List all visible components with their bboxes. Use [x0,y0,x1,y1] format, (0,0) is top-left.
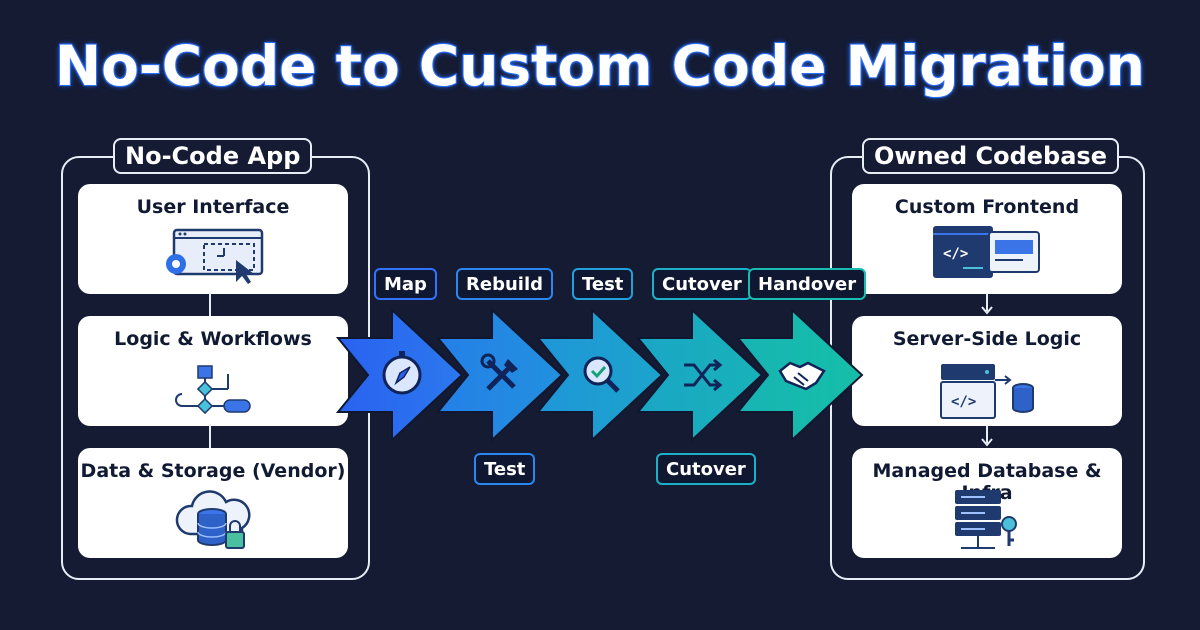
step-label-handover: Handover [748,268,867,300]
server-side-logic-card: Server-Side Logic </> [852,316,1122,426]
card-label: Custom Frontend [894,196,1080,218]
managed-database-card: Managed Database & Infra [852,448,1122,558]
tools-icon [480,353,518,391]
svg-text:</>: </> [951,394,976,410]
owned-codebase-label: Owned Codebase [862,138,1119,174]
down-arrow-connector [981,293,993,315]
no-code-app-group: No-Code App [61,138,370,580]
ui-settings-cursor-icon [166,228,264,284]
step-label-map: Map [374,268,437,300]
server-code-icon: </> [940,364,1034,419]
step-label-cutover: Cutover [652,268,752,300]
card-label: User Interface [136,196,290,218]
process-arrows [335,307,864,443]
custom-frontend-card: Custom Frontend </> [852,184,1122,294]
step-label-rebuild: Rebuild [456,268,553,300]
connector [209,292,211,318]
data-storage-card: Data & Storage (Vendor) [78,448,348,558]
card-label: Data & Storage (Vendor) [80,460,346,482]
logic-workflows-card: Logic & Workflows [78,316,348,426]
page-title: No-Code to Custom Code Migration [54,33,1146,99]
card-label: Logic & Workflows [114,328,312,350]
step-label-test: Test [572,268,634,300]
no-code-app-label: No-Code App [113,138,313,174]
handshake-icon [778,361,826,391]
cloud-database-lock-icon [175,490,251,549]
bottom-tag-test: Test [474,453,536,485]
bottom-tag-cutover: Cutover [656,453,756,485]
user-interface-card: User Interface [78,184,348,294]
shuffle-icon [684,358,723,392]
down-arrow-connector [981,425,993,447]
card-label: Server-Side Logic [892,328,1082,350]
magnifier-check-icon [583,356,620,393]
svg-text:</>: </> [943,246,968,262]
code-window-icon: </> [933,226,1040,278]
workflow-icon [175,365,251,415]
compass-icon [382,351,422,395]
connector [209,424,211,450]
step-arrow-cutover [635,307,764,443]
server-key-icon [955,490,1017,549]
